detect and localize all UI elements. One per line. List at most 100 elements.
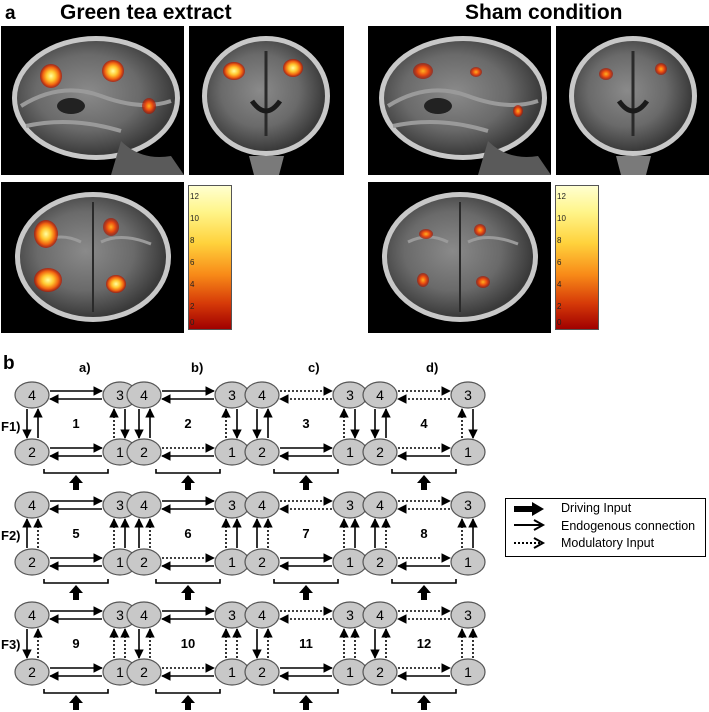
input-bracket xyxy=(391,579,457,584)
column-label-a: a) xyxy=(79,360,91,375)
sham-sagittal-image xyxy=(368,26,551,175)
row-label-f1: F1) xyxy=(1,419,21,434)
node-label: 2 xyxy=(28,554,36,570)
region-node xyxy=(450,381,486,409)
model-number: 11 xyxy=(299,636,313,651)
input-bracket xyxy=(155,579,221,584)
node-label: 3 xyxy=(464,497,472,513)
node-label: 1 xyxy=(116,664,124,680)
node-label: 1 xyxy=(464,664,472,680)
green-axial-image xyxy=(1,182,184,333)
node-label: 1 xyxy=(116,554,124,570)
colorbar-tick: 10 xyxy=(557,214,566,223)
node-label: 3 xyxy=(228,387,236,403)
node-label: 3 xyxy=(464,387,472,403)
node-label: 4 xyxy=(258,607,266,623)
region-node xyxy=(14,548,50,576)
region-node xyxy=(362,548,398,576)
row-label-f2: F2) xyxy=(1,528,21,543)
node-label: 1 xyxy=(228,444,236,460)
node-label: 1 xyxy=(228,554,236,570)
region-node xyxy=(362,491,398,519)
node-label: 4 xyxy=(140,497,148,513)
node-label: 3 xyxy=(116,497,124,513)
driving-input-arrow xyxy=(181,585,195,600)
colorbar-tick: 0 xyxy=(557,318,562,327)
node-label: 3 xyxy=(346,497,354,513)
node-label: 1 xyxy=(346,664,354,680)
region-node xyxy=(450,601,486,629)
column-label-d: d) xyxy=(426,360,439,375)
model-number: 7 xyxy=(302,526,309,541)
row-label-f3: F3) xyxy=(1,637,21,652)
region-node xyxy=(450,658,486,686)
input-bracket xyxy=(155,689,221,694)
green-coronal-image xyxy=(189,26,344,175)
region-node xyxy=(244,438,280,466)
sham-axial-image xyxy=(368,182,551,333)
driving-input-arrow xyxy=(417,475,431,490)
region-node xyxy=(450,548,486,576)
region-node xyxy=(244,601,280,629)
driving-input-arrow xyxy=(181,695,195,710)
node-label: 1 xyxy=(346,444,354,460)
colorbar-tick: 2 xyxy=(190,302,195,311)
green-colorbar: 12 10 8 6 4 2 0 xyxy=(188,185,232,330)
model-number: 6 xyxy=(184,526,191,541)
node-label: 4 xyxy=(140,607,148,623)
region-node xyxy=(14,601,50,629)
input-bracket xyxy=(273,469,339,474)
input-bracket xyxy=(43,689,109,694)
node-label: 2 xyxy=(376,664,384,680)
driving-input-arrow xyxy=(299,695,313,710)
region-node xyxy=(244,658,280,686)
colorbar-tick: 6 xyxy=(190,258,195,267)
colorbar-tick: 0 xyxy=(190,318,195,327)
region-node xyxy=(362,381,398,409)
region-node xyxy=(126,438,162,466)
node-label: 1 xyxy=(464,444,472,460)
region-node xyxy=(126,601,162,629)
driving-input-arrow xyxy=(299,475,313,490)
input-bracket xyxy=(43,469,109,474)
region-node xyxy=(362,438,398,466)
node-label: 3 xyxy=(116,387,124,403)
column-label-b: b) xyxy=(191,360,204,375)
model-number: 5 xyxy=(72,526,79,541)
input-bracket xyxy=(273,579,339,584)
node-label: 4 xyxy=(376,497,384,513)
model-number: 2 xyxy=(184,416,191,431)
driving-input-arrow xyxy=(181,475,195,490)
node-label: 4 xyxy=(376,387,384,403)
region-node xyxy=(244,548,280,576)
region-node xyxy=(244,491,280,519)
colorbar-gradient xyxy=(188,185,232,330)
node-label: 2 xyxy=(28,664,36,680)
node-label: 2 xyxy=(376,444,384,460)
legend-modulatory-label: Modulatory Input xyxy=(561,536,655,550)
node-label: 4 xyxy=(28,387,36,403)
node-label: 3 xyxy=(346,387,354,403)
colorbar-gradient xyxy=(555,185,599,330)
node-label: 3 xyxy=(464,607,472,623)
modulatory-input-icon xyxy=(514,537,546,549)
node-label: 2 xyxy=(28,444,36,460)
region-node xyxy=(14,438,50,466)
green-sagittal-image xyxy=(1,26,184,175)
node-label: 2 xyxy=(140,444,148,460)
node-label: 3 xyxy=(228,497,236,513)
colorbar-tick: 4 xyxy=(557,280,562,289)
node-label: 4 xyxy=(258,387,266,403)
node-label: 1 xyxy=(464,554,472,570)
node-label: 2 xyxy=(140,664,148,680)
driving-input-arrow xyxy=(69,585,83,600)
colorbar-tick: 4 xyxy=(190,280,195,289)
legend-driving-label: Driving Input xyxy=(561,501,632,515)
region-node xyxy=(126,381,162,409)
sham-colorbar: 12 10 8 6 4 2 0 xyxy=(555,185,599,330)
driving-input-icon xyxy=(514,502,544,516)
node-label: 3 xyxy=(346,607,354,623)
model-number: 4 xyxy=(420,416,428,431)
colorbar-tick: 8 xyxy=(557,236,562,245)
